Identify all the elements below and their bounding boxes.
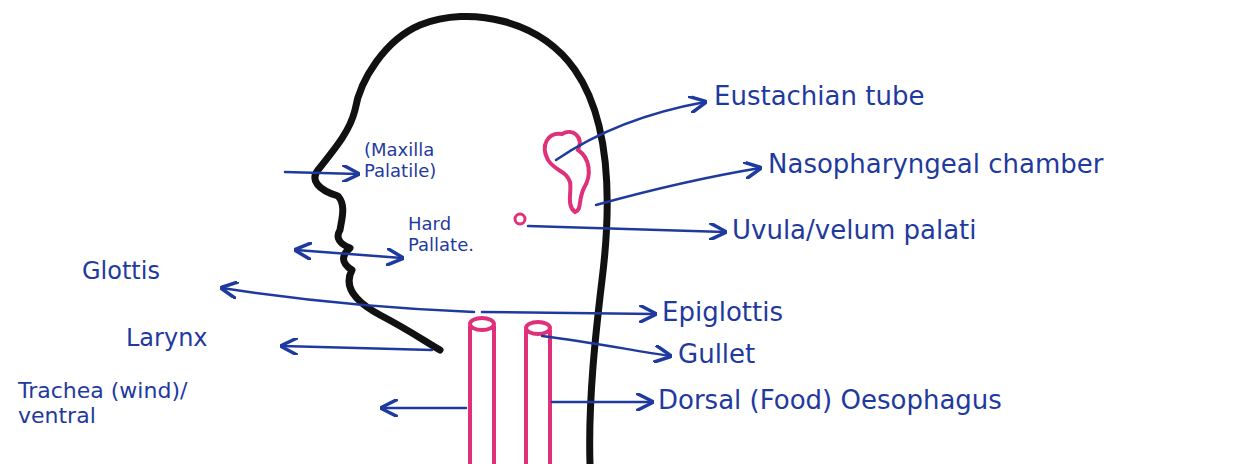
part-label: Larynx <box>126 325 276 353</box>
oesophagus-tube <box>526 322 550 464</box>
uvula-dot <box>515 214 525 224</box>
part-label: Trachea (wind)/ ventral <box>18 378 250 429</box>
part-label: Uvula/velum palati <box>732 216 1172 246</box>
part-label: Dorsal (Food) Oesophagus <box>658 386 1218 416</box>
part-label: Glottis <box>82 258 232 286</box>
part-label: Nasopharyngeal chamber <box>768 150 1218 180</box>
part-label: Eustachian tube <box>714 82 1154 112</box>
part-label: (Maxilla Palatile) <box>364 140 494 181</box>
trachea-tube <box>470 318 494 464</box>
part-label: Gullet <box>678 340 1078 370</box>
part-label: Epiglottis <box>662 298 1062 328</box>
part-label: Hard Pallate. <box>408 214 508 255</box>
head-outline <box>315 16 607 464</box>
